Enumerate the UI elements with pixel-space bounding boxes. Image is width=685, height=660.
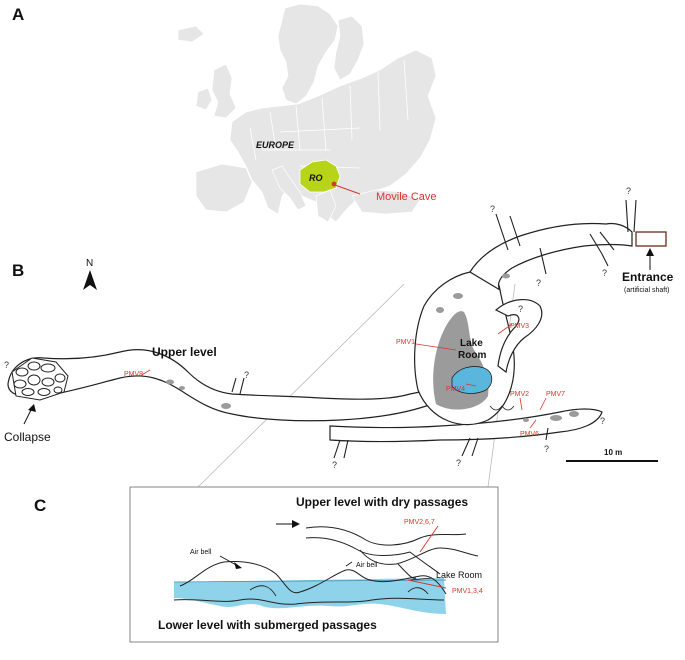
italy-shape — [271, 165, 307, 211]
question-mark: ? — [518, 304, 523, 314]
europe-label: EUROPE — [256, 140, 295, 150]
iceland-shape — [177, 25, 205, 43]
air-bell-arrow-icon — [234, 562, 242, 569]
sampling-points: PMV8 PMV1 PMV3 PMV4 PMV2 PMV7 PMV6 — [124, 323, 565, 438]
section-frame — [129, 486, 499, 643]
collapse-boulders — [11, 357, 69, 401]
lake-room-label-line2: Room — [458, 350, 486, 361]
lower-level-title: Lower level with submerged passages — [158, 618, 377, 632]
lake-water — [451, 366, 493, 394]
romania-label: RO — [309, 173, 323, 183]
projection-line-left — [197, 283, 405, 488]
finland-shape — [333, 15, 365, 81]
pmv6-label: PMV6 — [520, 431, 539, 438]
north-label: N — [86, 258, 93, 269]
britain-shape — [211, 63, 237, 119]
collapse-label: Collapse — [4, 430, 51, 444]
question-mark: ? — [626, 186, 631, 196]
pmv3-label: PMV3 — [510, 323, 529, 330]
movile-cave-label: Movile Cave — [376, 191, 437, 203]
europe-map: EUROPE RO Movile Cave — [177, 3, 437, 223]
turkey-shape — [351, 189, 421, 215]
pmv7-label: PMV7 — [546, 391, 565, 398]
iberia-shape — [195, 163, 253, 213]
pmv1-label: PMV1 — [396, 339, 415, 346]
upper-level-title: Upper level with dry passages — [296, 495, 468, 509]
pmv2-label: PMV2 — [510, 391, 529, 398]
north-arrow-icon — [83, 270, 97, 290]
air-bell-label-2: Air bell — [356, 562, 378, 569]
scale-bar: 10 m — [566, 448, 658, 462]
pmv8-label: PMV8 — [124, 371, 143, 378]
pmv4-label: PMV4 — [446, 386, 465, 393]
entrance-passage — [469, 222, 633, 291]
upper-level-label: Upper level — [152, 345, 217, 359]
question-mark: ? — [456, 458, 461, 468]
panel-label-b: B — [12, 261, 24, 280]
entrance-note: (artificial shaft) — [624, 287, 670, 294]
question-mark: ? — [536, 278, 541, 288]
cross-section: Upper level with dry passages Lower leve… — [158, 495, 483, 632]
section-entry-arrow-icon — [292, 520, 300, 528]
collapse-arrow-icon — [28, 404, 36, 412]
entrance-shaft — [635, 231, 667, 247]
pmv-lower-label: PMV1,3,4 — [452, 588, 483, 595]
upper-passage — [7, 349, 433, 422]
scandinavia-shape — [277, 3, 339, 105]
question-mark: ? — [244, 370, 249, 380]
question-mark: ? — [600, 416, 605, 426]
question-mark: ? — [544, 444, 549, 454]
pmv-upper-label: PMV2,6,7 — [404, 519, 435, 526]
question-mark: ? — [332, 460, 337, 470]
movile-cave-leader-line — [334, 184, 361, 195]
lake-room-label-line1: Lake — [460, 338, 483, 349]
ireland-shape — [195, 87, 213, 111]
panel-label-c: C — [34, 496, 46, 515]
entrance-arrow-icon — [646, 248, 654, 256]
cave-plan — [7, 199, 667, 459]
panel-label-a: A — [12, 5, 24, 24]
submerged-water — [174, 578, 446, 614]
unknown-passage-marks: ? ? ? ? ? ? ? ? ? ? ? — [4, 186, 631, 470]
question-mark: ? — [490, 204, 495, 214]
entrance-label: Entrance — [622, 270, 674, 284]
scale-label: 10 m — [604, 448, 622, 457]
air-bell-label-1: Air bell — [190, 549, 212, 556]
pmv3-loop-passage — [494, 299, 543, 374]
question-mark: ? — [602, 268, 607, 278]
north-arrow: N — [83, 258, 97, 290]
romania-shape — [299, 159, 341, 193]
question-mark: ? — [4, 360, 9, 370]
lake-room-section-label: Lake Room — [436, 570, 482, 580]
